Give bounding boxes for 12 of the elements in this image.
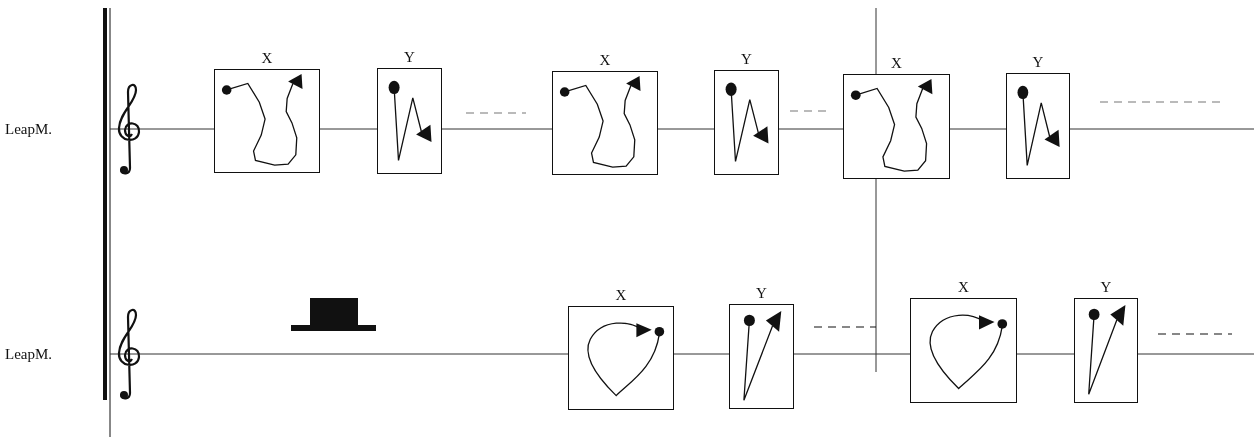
staff-label: LeapM. (5, 120, 53, 138)
box-heading: Y (741, 51, 752, 68)
box-heading: X (891, 55, 902, 72)
box-heading: Y (756, 285, 767, 302)
box-heading: X (615, 287, 627, 304)
box-heading: Y (1032, 54, 1044, 71)
box-heading: X (958, 279, 969, 296)
box-heading: X (599, 52, 611, 69)
box-heading: X (261, 50, 273, 67)
staff-label: LeapM. (5, 345, 53, 363)
box-heading: Y (404, 49, 415, 66)
box-heading: Y (1100, 279, 1112, 296)
